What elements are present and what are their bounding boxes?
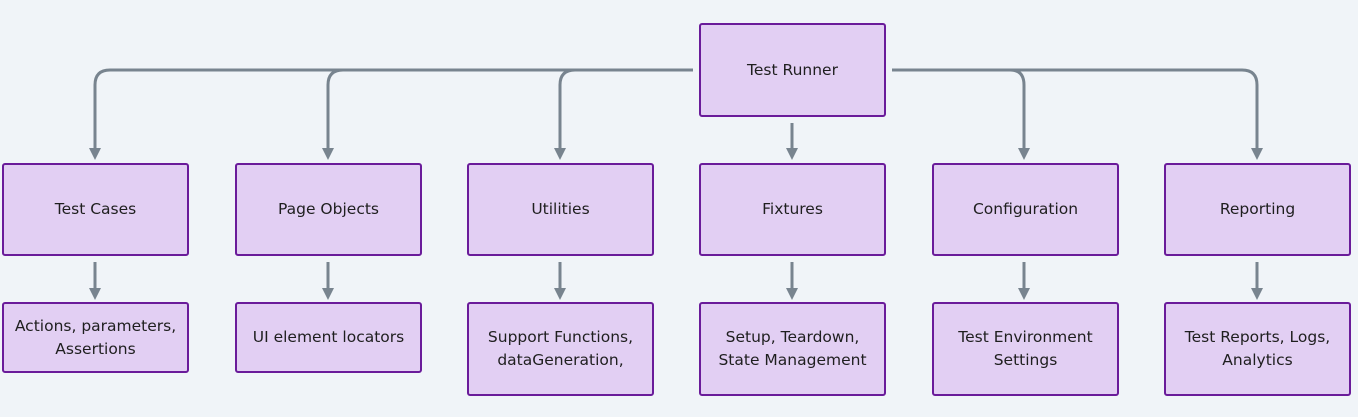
node-configuration: Configuration: [932, 163, 1119, 256]
detail-line: Support Functions,: [487, 328, 634, 346]
node-configuration-label: Configuration: [972, 200, 1079, 218]
node-utilities-label: Utilities: [531, 200, 590, 218]
node-reporting: Reporting: [1164, 163, 1351, 256]
node-utilities-detail: Support Functions, dataGeneration,: [467, 302, 654, 396]
node-reporting-label: Reporting: [1219, 200, 1296, 218]
edge-root-page-objects: [322, 68, 693, 160]
node-test-cases-label: Test Cases: [54, 200, 137, 218]
detail-line: UI element locators: [252, 328, 405, 346]
detail-line: Analytics: [1222, 351, 1293, 369]
node-page-objects: Page Objects: [235, 163, 422, 256]
node-test-runner: Test Runner: [699, 23, 886, 117]
detail-line: Actions, parameters,: [14, 316, 177, 335]
detail-line: Settings: [993, 351, 1058, 369]
edge-root-utilities: [554, 68, 693, 160]
detail-line: Test Environment: [958, 328, 1093, 346]
node-reporting-detail: Test Reports, Logs, Analytics: [1164, 302, 1351, 396]
detail-line: Test Reports, Logs,: [1184, 328, 1331, 346]
node-page-objects-label: Page Objects: [277, 200, 379, 218]
edge-root-reporting: [892, 68, 1263, 160]
node-page-objects-detail: UI element locators: [235, 302, 422, 373]
node-test-runner-label: Test Runner: [747, 60, 838, 79]
node-test-cases: Test Cases: [2, 163, 189, 256]
edge-root-configuration: [892, 68, 1030, 160]
node-fixtures: Fixtures: [699, 163, 886, 256]
node-utilities: Utilities: [467, 163, 654, 256]
edge-root-test-cases: [89, 68, 693, 160]
detail-line: State Management: [718, 351, 867, 369]
detail-line: Assertions: [55, 339, 136, 358]
node-fixtures-label: Fixtures: [762, 200, 823, 218]
node-fixtures-detail: Setup, Teardown, State Management: [699, 302, 886, 396]
node-test-cases-detail: Actions, parameters, Assertions: [2, 302, 189, 373]
node-configuration-detail: Test Environment Settings: [932, 302, 1119, 396]
detail-line: dataGeneration,: [497, 351, 624, 369]
detail-line: Setup, Teardown,: [725, 328, 860, 346]
